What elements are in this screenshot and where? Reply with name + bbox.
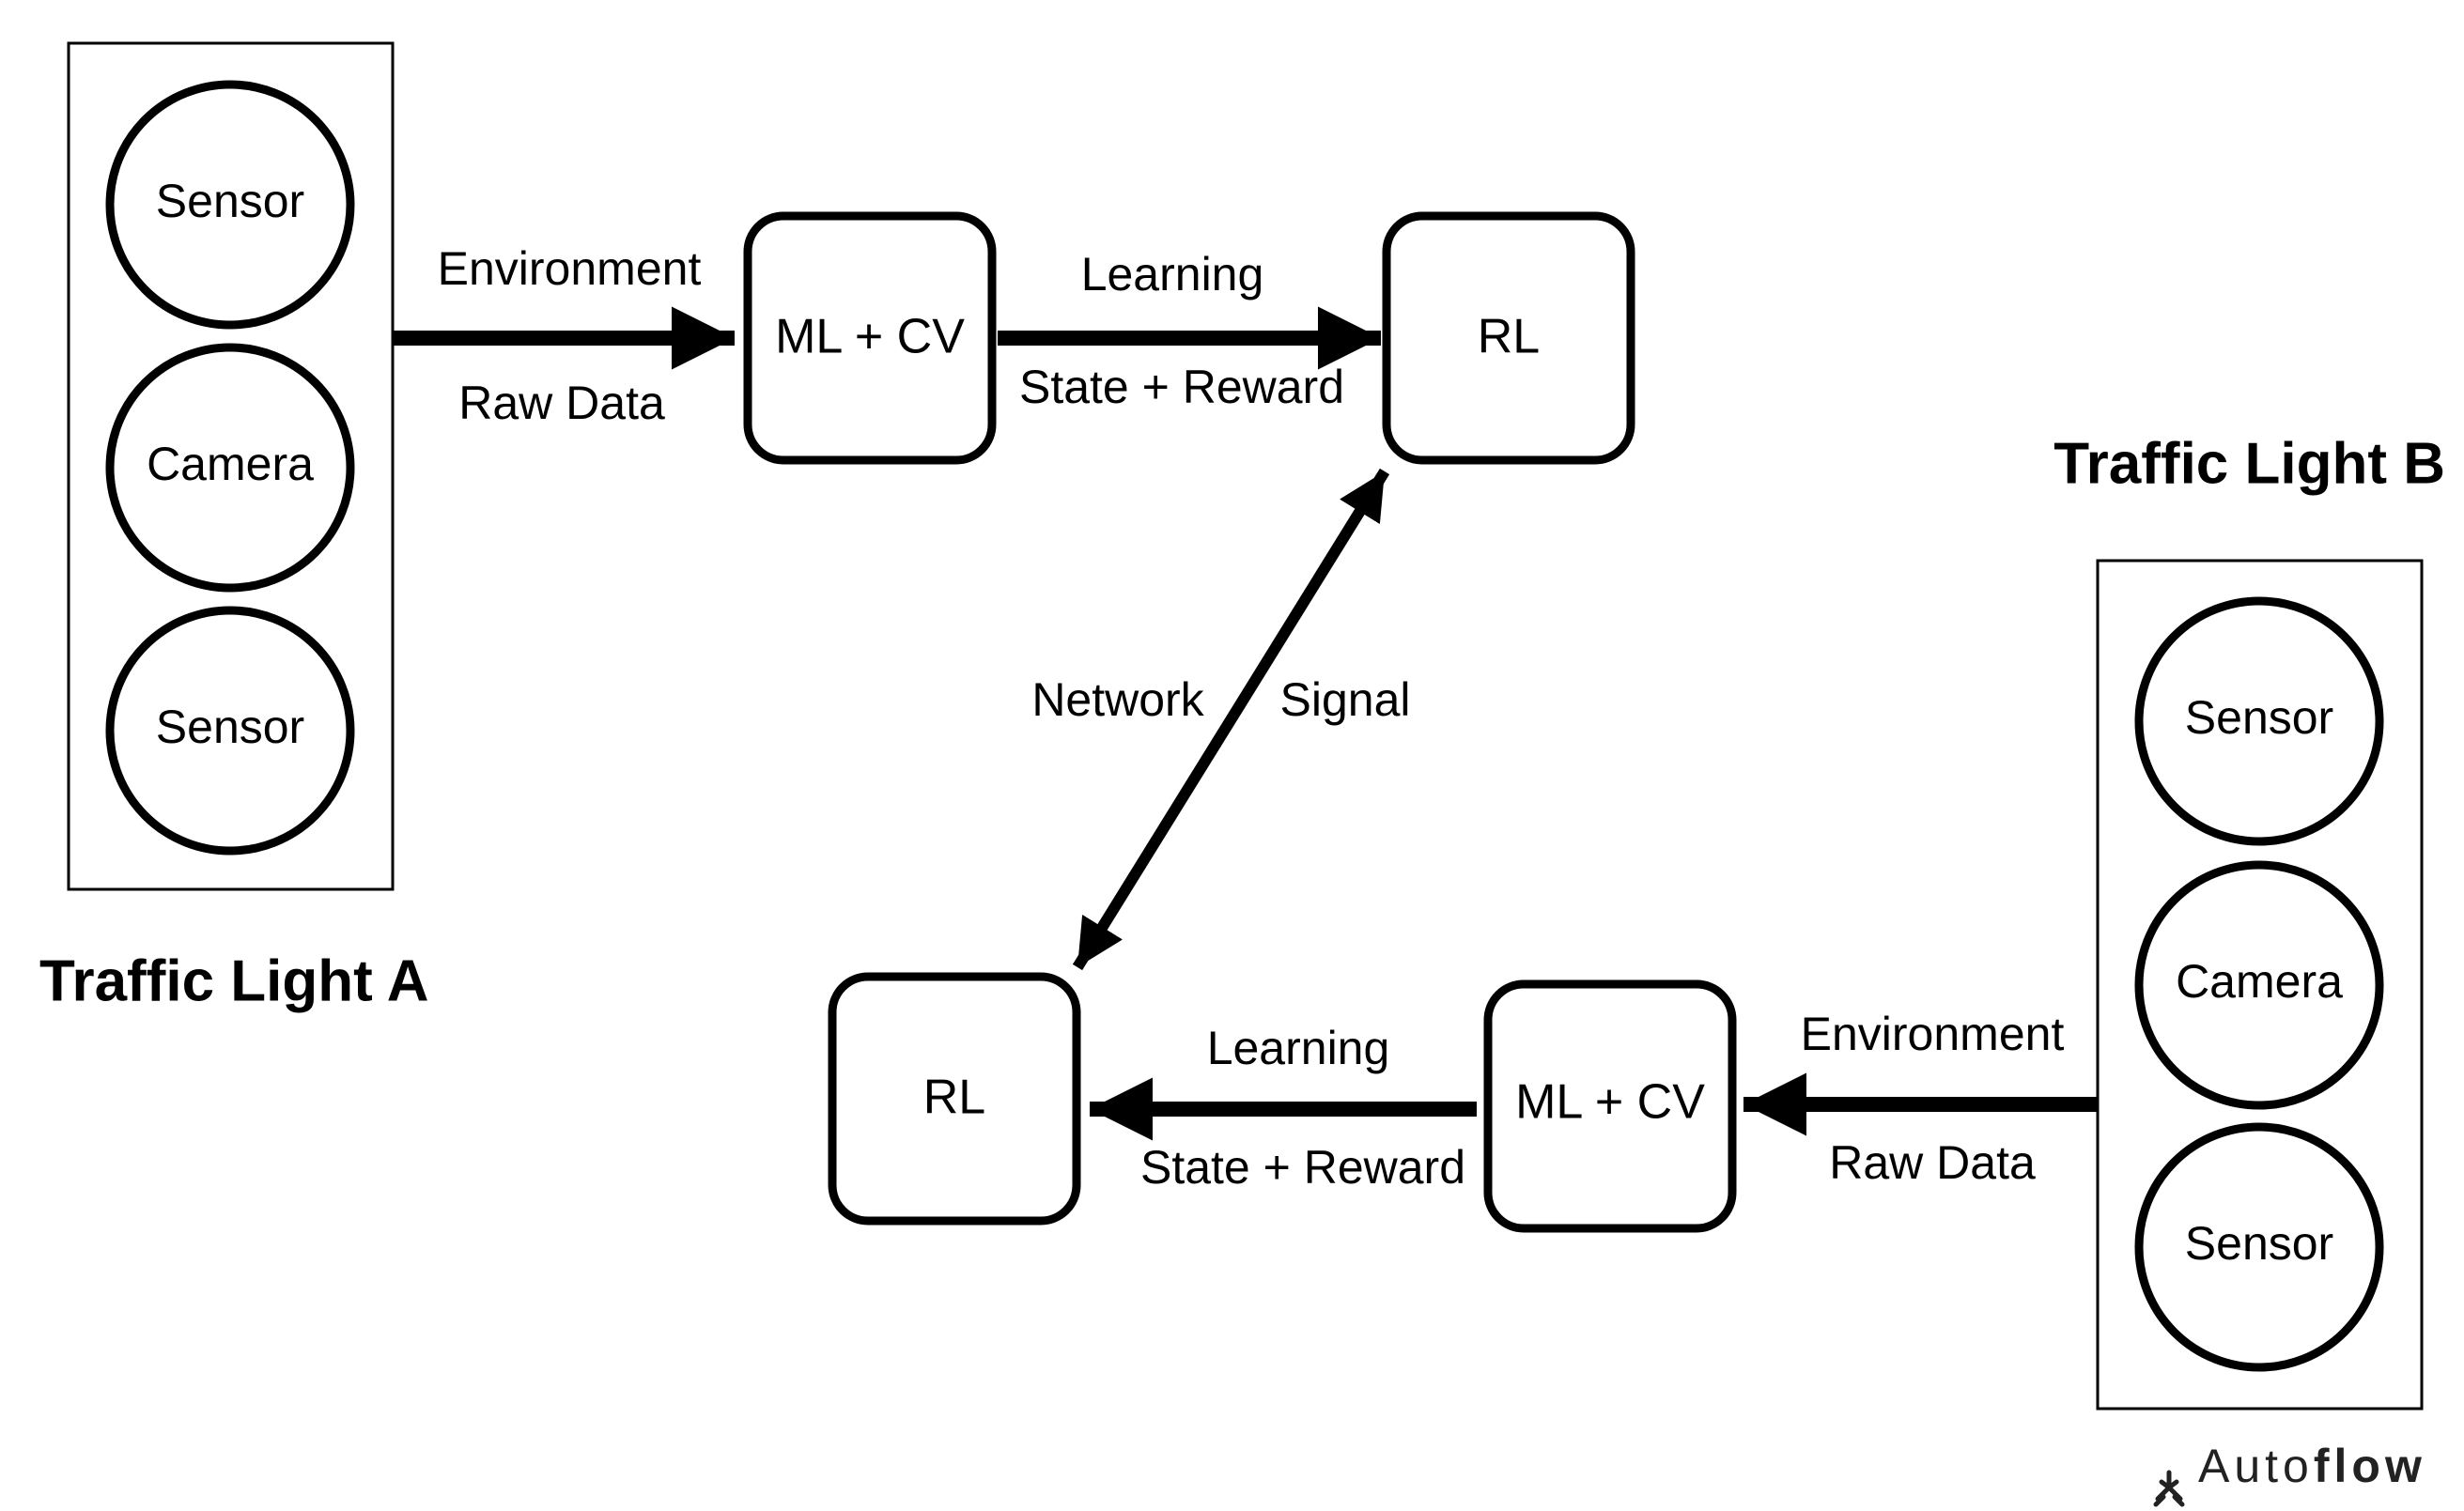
traffic-light-b-node-2-label: Camera [2176,955,2343,1008]
traffic-light-a: Sensor Camera Sensor Traffic Light A [39,41,428,1013]
traffic-light-b: Traffic Light B Sensor Camera Sensor [2053,431,2445,1411]
pipeline-a-input-label-bottom: Raw Data [458,377,665,429]
pipeline-b-rl-box [828,972,1081,1226]
pipeline-a-ml-box-label: ML + CV [775,310,965,364]
brand-wordmark-prefix: Auto [2198,1440,2314,1492]
traffic-light-a-node-2-label: Camera [147,438,314,490]
traffic-light-a-node-1 [105,80,355,330]
pipeline-a-input-label-top: Environment [438,242,702,295]
network-signal-arrow [1072,468,1390,971]
brand-wordmark: Autoflow [2198,1440,2426,1492]
brand-wordmark-suffix: flow [2314,1440,2426,1492]
network-label: Network [1031,673,1204,726]
traffic-light-a-housing [67,41,395,891]
pipeline-b-ml-box-label: ML + CV [1515,1075,1705,1130]
pipeline-a-ml-box [743,211,997,465]
traffic-light-b-node-3-label: Sensor [2185,1217,2333,1270]
traffic-light-b-node-1-label: Sensor [2185,691,2333,744]
traffic-light-a-node-2 [105,343,355,593]
traffic-light-a-title: Traffic Light A [39,948,428,1013]
pipeline-b-ml-box [1483,979,1737,1233]
pipeline-a-rl-box-label: RL [1478,310,1540,364]
autoflow-logo-icon [2153,1470,2185,1507]
traffic-light-a-node-1-label: Sensor [156,175,304,227]
traffic-light-b-node-1 [2134,596,2384,846]
traffic-light-a-node-3-label: Sensor [156,701,304,753]
pipeline-a-rl-box [1382,211,1635,465]
signal-label: Signal [1280,673,1411,726]
pipeline-a-output-label-bottom: State + Reward [1019,361,1344,413]
pipeline-a-output-label-top: Learning [1081,248,1264,301]
traffic-light-b-node-3 [2134,1122,2384,1372]
pipeline-b-rl-box-label: RL [923,1071,985,1125]
pipeline-b-input-label-bottom: Raw Data [1829,1136,2036,1189]
pipeline-b: RL Learning State + Reward ML + CV Envir… [828,972,2097,1233]
traffic-light-a-node-3 [105,606,355,856]
traffic-light-b-node-2 [2134,860,2384,1110]
pipeline-b-output-label-bottom: State + Reward [1140,1141,1465,1194]
network-signal-link: Network Signal [1031,468,1411,971]
traffic-light-b-housing [2096,559,2424,1411]
traffic-light-b-title: Traffic Light B [2053,431,2445,496]
pipeline-b-input-label-top: Environment [1801,1008,2065,1060]
pipeline-b-output-label-top: Learning [1207,1022,1390,1074]
pipeline-a: Environment Raw Data ML + CV Learning St… [393,211,1635,465]
brand: Autoflow [2153,1440,2426,1507]
